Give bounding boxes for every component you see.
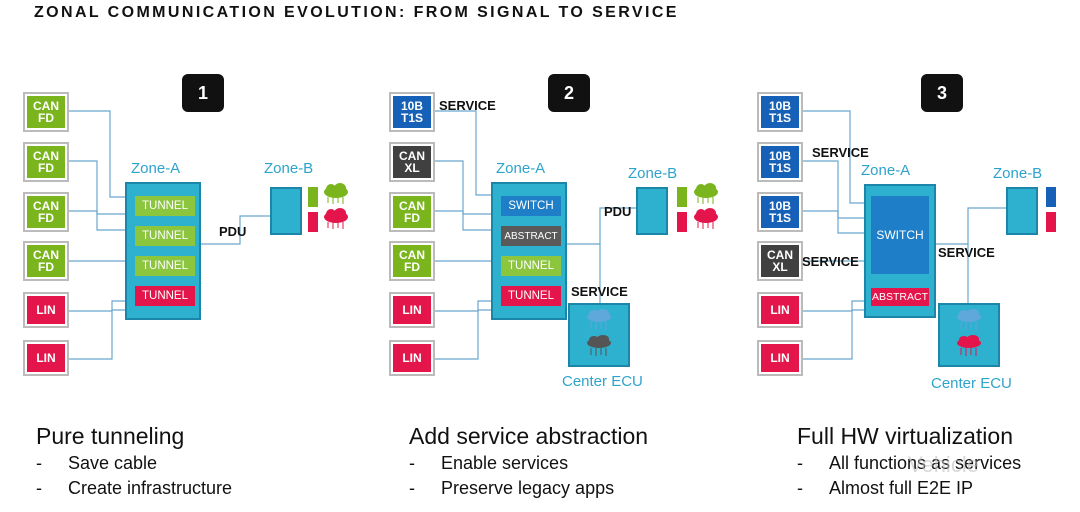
center-ecu: [568, 303, 630, 367]
bullet-item: -Create infrastructure: [36, 478, 233, 498]
bullet-item: -Save cable: [36, 453, 158, 473]
zone-b: [270, 187, 302, 235]
pdu-label: PDU: [604, 204, 632, 219]
zone-a: SWITCH ABSTRACT: [864, 184, 936, 318]
can-xl-box: CAN XL: [393, 146, 431, 178]
watermark: Vehicle: [908, 452, 979, 477]
t1s-box: 10B T1S: [761, 146, 799, 178]
service-label: SERVICE: [571, 284, 628, 299]
can-cloud-icon: [324, 183, 348, 204]
can-signal-square: [308, 187, 318, 207]
t1s-box: 10B T1S: [393, 96, 431, 128]
switch-block: SWITCH: [871, 196, 929, 274]
lin-box: LIN: [761, 296, 799, 324]
center-ecu-label: Center ECU: [562, 373, 643, 390]
zone-a-label: Zone-A: [131, 160, 181, 177]
cloud-icon: [957, 309, 981, 356]
service-label: SERVICE: [938, 245, 995, 260]
tunnel-block: TUNNEL: [501, 256, 561, 276]
panel-caption: Add service abstraction: [409, 423, 649, 449]
step-badge-2: 2: [548, 74, 590, 112]
zone-a-label: Zone-A: [496, 160, 546, 177]
lin-signal-square: [308, 212, 318, 232]
can-fd-box: CAN FD: [27, 96, 65, 128]
zone-b-label: Zone-B: [628, 165, 678, 182]
t1s-box: 10B T1S: [761, 96, 799, 128]
t1s-signal-square: [1046, 187, 1056, 207]
service-label: SERVICE: [439, 98, 496, 113]
abstract-block: ABSTRACT: [871, 288, 929, 306]
zone-a-label: Zone-A: [861, 162, 911, 179]
lin-signal-square: [677, 212, 687, 232]
service-label: SERVICE: [812, 145, 869, 160]
can-xl-box: CAN XL: [761, 245, 799, 277]
can-cloud-icon: [694, 183, 718, 204]
step-badge-3: 3: [921, 74, 963, 112]
can-fd-box: CAN FD: [393, 196, 431, 228]
zone-a: TUNNEL TUNNEL TUNNEL TUNNEL: [125, 182, 201, 320]
bullet-item: -All functions as services: [797, 453, 1022, 473]
step-badge-1: 1: [182, 74, 224, 112]
center-ecu-label: Center ECU: [931, 375, 1012, 392]
tunnel-block: TUNNEL: [135, 226, 195, 246]
pdu-label: PDU: [219, 224, 247, 239]
lin-cloud-icon: [694, 208, 718, 229]
lin-signal-square: [1046, 212, 1056, 232]
cloud-icon: [587, 309, 611, 356]
t1s-box: 10B T1S: [761, 196, 799, 228]
lin-box: LIN: [27, 296, 65, 324]
zone-b-label: Zone-B: [993, 165, 1043, 182]
zone-a: SWITCH ABSTRACT TUNNEL TUNNEL: [491, 182, 567, 320]
page-title: ZONAL COMMUNICATION EVOLUTION: FROM SIGN…: [34, 4, 679, 21]
bullet-item: -Almost full E2E IP: [797, 478, 974, 498]
center-ecu: [938, 303, 1000, 367]
switch-block: SWITCH: [501, 196, 561, 216]
lin-box: LIN: [393, 296, 431, 324]
panel-caption: Pure tunneling: [36, 423, 185, 449]
can-fd-box: CAN FD: [27, 196, 65, 228]
lin-box: LIN: [393, 344, 431, 372]
abstract-block: ABSTRACT: [501, 226, 561, 246]
zone-b: [1006, 187, 1038, 235]
can-signal-square: [677, 187, 687, 207]
can-fd-box: CAN FD: [27, 146, 65, 178]
service-label: SERVICE: [802, 254, 859, 269]
tunnel-block: TUNNEL: [135, 286, 195, 306]
zone-b-label: Zone-B: [264, 160, 314, 177]
panel-caption: Full HW virtualization: [797, 423, 1013, 449]
tunnel-block: TUNNEL: [135, 196, 195, 216]
can-fd-box: CAN FD: [393, 245, 431, 277]
lin-box: LIN: [761, 344, 799, 372]
bullet-item: -Enable services: [409, 453, 569, 473]
lin-cloud-icon: [324, 208, 348, 229]
zone-b: [636, 187, 668, 235]
lin-box: LIN: [27, 344, 65, 372]
tunnel-block: TUNNEL: [135, 256, 195, 276]
can-fd-box: CAN FD: [27, 245, 65, 277]
tunnel-block: TUNNEL: [501, 286, 561, 306]
bullet-item: -Preserve legacy apps: [409, 478, 615, 498]
